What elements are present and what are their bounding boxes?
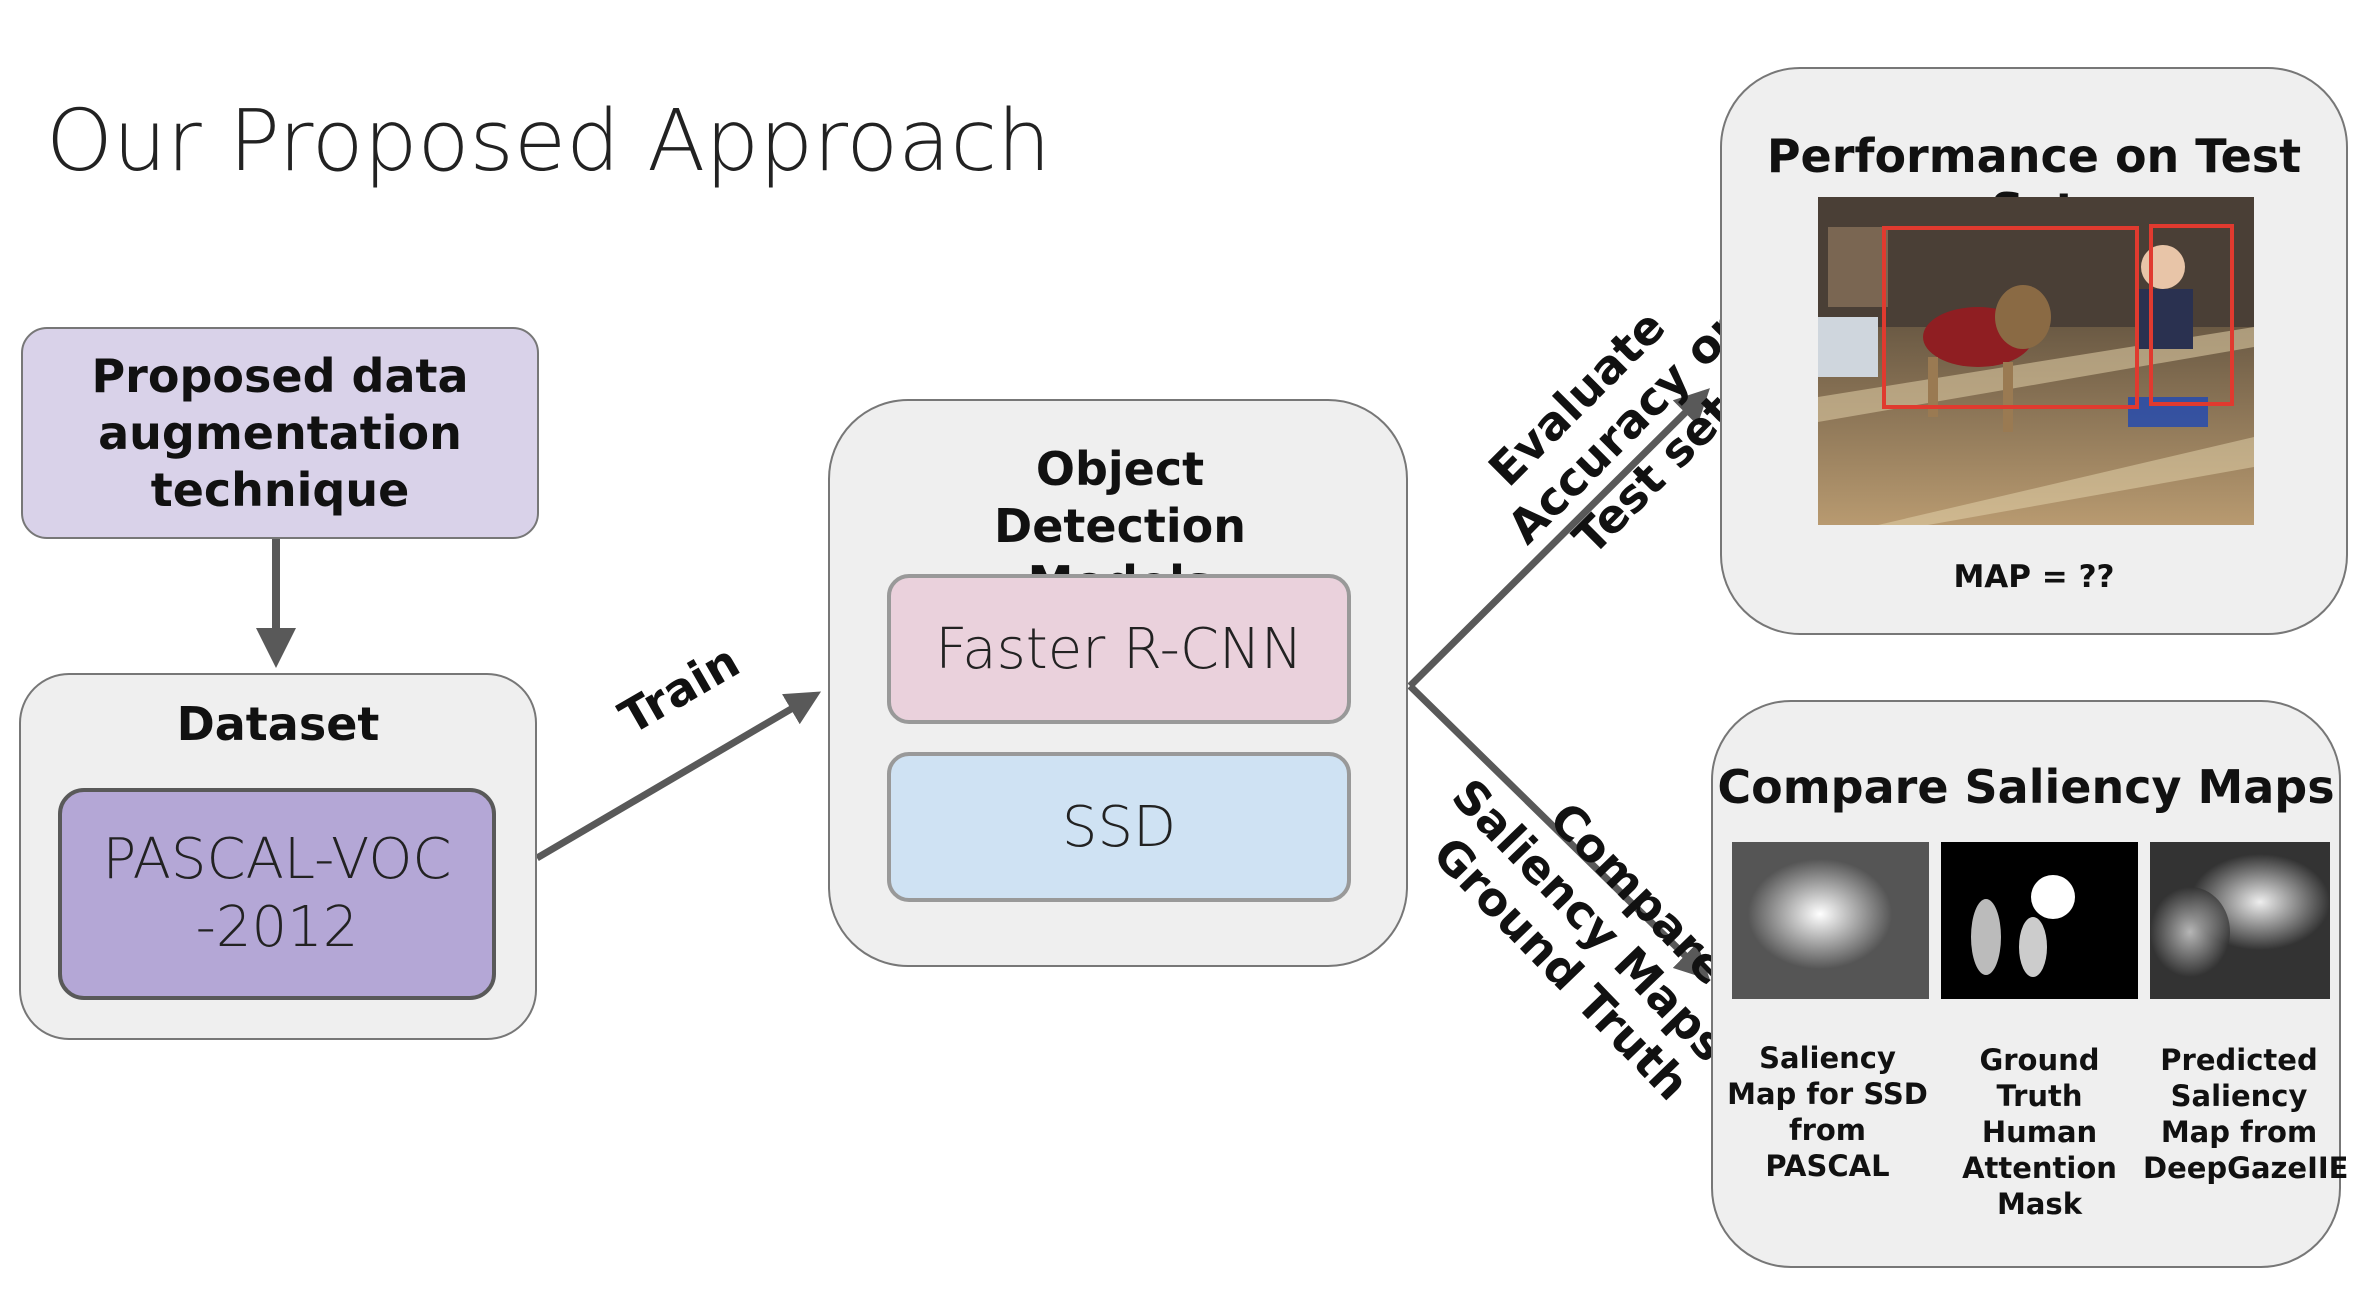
augmentation-box: Proposed data augmentation technique	[21, 327, 539, 539]
train-arrow	[535, 691, 822, 862]
predicted-saliency-map	[2150, 842, 2330, 999]
evaluate-arrow	[1407, 388, 1710, 689]
caption-deepgaze: Predicted Saliency Map from DeepGazeIIE	[2143, 1043, 2349, 1185]
dataset-inner-box: PASCAL-VOC-2012	[58, 788, 496, 1000]
test-photo	[1818, 197, 2254, 525]
performance-box: Performance on Test Set MAP = ??	[1720, 67, 2348, 635]
saliency-heading: Compare Saliency Maps	[1717, 760, 2335, 814]
ssd-box: SSD	[887, 752, 1351, 902]
ground-truth-mask	[1941, 842, 2138, 999]
augmentation-label: Proposed data augmentation technique	[91, 348, 469, 517]
dataset-inner-label: PASCAL-VOC-2012	[102, 827, 452, 960]
models-box: Object Detection Models Faster R-CNN SSD	[828, 399, 1408, 967]
faster-rcnn-box: Faster R-CNN	[887, 574, 1351, 724]
saliency-box: Compare Saliency Maps Saliency Map for S…	[1711, 700, 2349, 1268]
compare-arrow	[1407, 683, 1711, 980]
page-title: Our Proposed Approach	[46, 92, 1051, 191]
map-metric: MAP = ??	[1953, 559, 2115, 595]
dataset-box: Dataset PASCAL-VOC-2012	[19, 673, 537, 1040]
caption-ssd-saliency: Saliency Map for SSD from PASCAL	[1727, 1041, 1928, 1183]
caption-ground-truth: Ground Truth Human Attention Mask	[1962, 1043, 2117, 1221]
faster-rcnn-label: Faster R-CNN	[935, 616, 1303, 682]
saliency-map-ssd	[1732, 842, 1929, 999]
dataset-heading: Dataset	[176, 697, 380, 751]
ssd-label: SSD	[1061, 794, 1177, 860]
